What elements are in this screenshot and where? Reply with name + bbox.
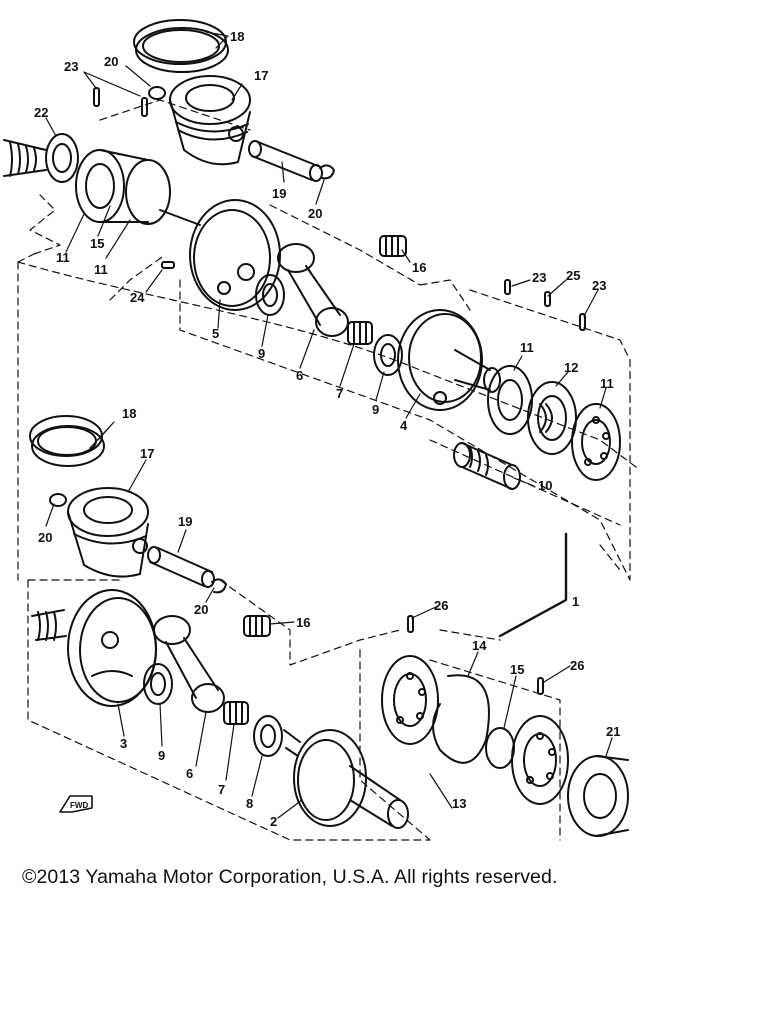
callout-6-lower: 6 (186, 766, 193, 781)
knock-pin-a (93, 87, 100, 107)
callout-20-lower: 20 (38, 530, 52, 545)
bearing-lower-left (381, 655, 439, 745)
small-end-bearing-lower (243, 615, 271, 637)
circlip-lower-b (211, 578, 227, 594)
upper-group-boundary (17, 99, 641, 581)
piston-pin-upper (248, 140, 323, 182)
callout-numbers: 18 20 17 23 22 19 20 11 15 11 24 5 9 6 1… (34, 29, 620, 829)
o-ring-lower (485, 727, 515, 769)
thrust-washer-upper-b (373, 334, 403, 376)
callout-12: 12 (564, 360, 578, 375)
crank-web-lower-right (283, 729, 409, 829)
callout-20-lower-b: 20 (194, 602, 208, 617)
callout-21: 21 (606, 724, 620, 739)
piston-rings-upper (133, 19, 229, 73)
circlip-lower-a (49, 493, 67, 507)
callout-11-c: 11 (520, 340, 534, 355)
small-end-bearing-upper (379, 235, 407, 257)
con-rod-lower (153, 615, 225, 713)
callout-14: 14 (472, 638, 487, 653)
callout-20-upper: 20 (104, 54, 118, 69)
callout-4: 4 (400, 418, 408, 433)
callout-16-lower: 16 (296, 615, 310, 630)
knock-pin-d (579, 313, 586, 331)
woodruff-key (161, 261, 175, 269)
knock-pin-b (141, 97, 148, 117)
callout-16-upper: 16 (412, 260, 426, 275)
callout-8: 8 (246, 796, 253, 811)
callout-7-lower: 7 (218, 782, 225, 797)
labyrinth-seal (527, 381, 577, 455)
copyright-notice: ©2013 Yamaha Motor Corporation, U.S.A. A… (22, 866, 558, 888)
callout-11-a: 11 (56, 250, 70, 265)
callout-26-right: 26 (570, 658, 584, 673)
callout-23-upper-right: 23 (592, 278, 606, 293)
callout-19-lower: 19 (178, 514, 192, 529)
callout-11-d: 11 (600, 376, 614, 391)
piston-pin-lower (147, 546, 215, 588)
crankshaft-exploded-diagram: 18 20 17 23 22 19 20 11 15 11 24 5 9 6 1… (3, 19, 641, 841)
callout-9-c: 9 (158, 748, 165, 763)
callout-17-upper: 17 (254, 68, 268, 83)
knock-pin-e (407, 615, 414, 633)
callout-22: 22 (34, 105, 48, 120)
callout-15-lower: 15 (510, 662, 524, 677)
callout-2: 2 (270, 814, 277, 829)
callout-18-lower: 18 (122, 406, 136, 421)
callout-10: 10 (538, 478, 552, 493)
fwd-label: FWD (70, 801, 88, 810)
callout-18-upper: 18 (230, 29, 244, 44)
bearing-right-a (487, 365, 533, 435)
callout-9-a: 9 (258, 346, 265, 361)
callout-26-left: 26 (434, 598, 448, 613)
leader-lines (45, 31, 613, 819)
circlip-upper-b (319, 164, 335, 180)
callout-23-upper-mid: 23 (532, 270, 546, 285)
callout-3: 3 (120, 736, 127, 751)
callout-20-upper-b: 20 (308, 206, 322, 221)
assembly-connector-line (498, 532, 568, 638)
piston-rings-lower (29, 415, 105, 467)
piston-upper (169, 75, 251, 166)
fwd-arrow-icon (59, 795, 93, 813)
thrust-washer-lower (143, 663, 173, 705)
dowel-pin (544, 291, 551, 307)
callout-1: 1 (572, 594, 579, 609)
crank-web-upper-right (397, 309, 501, 411)
callout-25: 25 (566, 268, 580, 283)
callout-5: 5 (212, 326, 219, 341)
big-end-bearing-lower (223, 701, 249, 725)
con-rod-upper (277, 243, 349, 337)
washer-lower (253, 715, 283, 757)
knock-pin-f (537, 677, 544, 695)
crank-pin-upper (453, 442, 521, 490)
callout-7-upper: 7 (336, 386, 343, 401)
thrust-washer-upper-a (255, 274, 285, 316)
big-end-bearing-upper (347, 321, 373, 345)
lower-group-boundary (27, 544, 621, 841)
callout-24: 24 (130, 290, 145, 305)
bearing-lower-right (511, 715, 569, 805)
knock-pin-c (504, 279, 511, 295)
callout-11-b: 11 (94, 262, 108, 277)
circlip-upper-a (148, 86, 166, 100)
callout-23-upper-left: 23 (64, 59, 78, 74)
oil-seal-right (567, 755, 629, 837)
circlip-ring (432, 674, 490, 764)
crank-web-upper-left (159, 199, 281, 311)
callout-6-upper: 6 (296, 368, 303, 383)
piston-lower (67, 487, 149, 578)
callout-15-upper: 15 (90, 236, 104, 251)
callout-17-lower: 17 (140, 446, 154, 461)
callout-9-b: 9 (372, 402, 379, 417)
crank-web-lower-left (31, 589, 157, 707)
bearing-right-b (571, 403, 621, 481)
bearing-left (75, 149, 171, 225)
callout-13: 13 (452, 796, 466, 811)
oil-seal-left (3, 133, 79, 183)
callout-19-upper: 19 (272, 186, 286, 201)
